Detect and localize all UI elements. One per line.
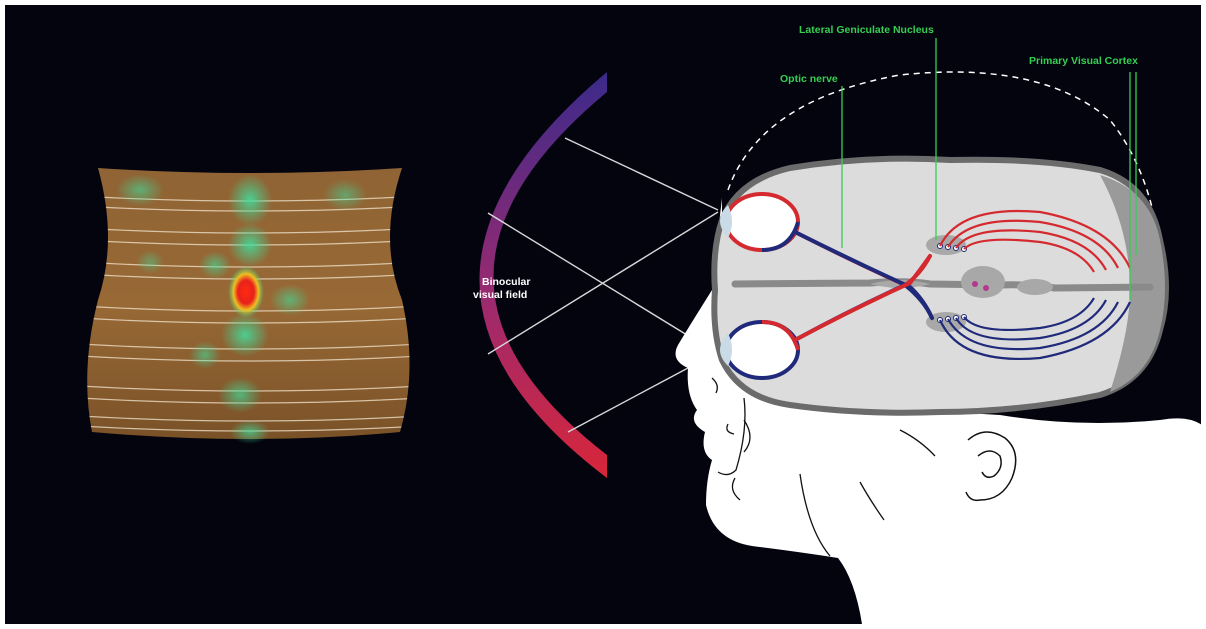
optic-pathway (793, 230, 934, 342)
optic-radiation-upper (939, 209, 1131, 273)
lgn-label: Lateral Geniculate Nucleus (799, 24, 934, 36)
heatmap-glow (116, 174, 367, 444)
face-lines (711, 377, 936, 557)
ear-icon (965, 431, 1017, 502)
optic-nerve-label: Optic nerve (780, 73, 838, 85)
label-leaders (841, 38, 1137, 300)
vessel-heatmap-icon (87, 168, 410, 444)
occipital-region (1100, 175, 1165, 392)
midbrain-nuclei (972, 281, 989, 291)
left-eye-icon (720, 192, 800, 252)
v1-label: Primary Visual Cortex (1029, 55, 1138, 67)
heatmap-hotspot (228, 266, 264, 318)
optic-radiation-lower (938, 297, 1131, 360)
visual-field-arc (479, 72, 607, 478)
binocular-field-label: Binocular visual field (473, 276, 533, 301)
right-eye-icon (720, 320, 800, 380)
